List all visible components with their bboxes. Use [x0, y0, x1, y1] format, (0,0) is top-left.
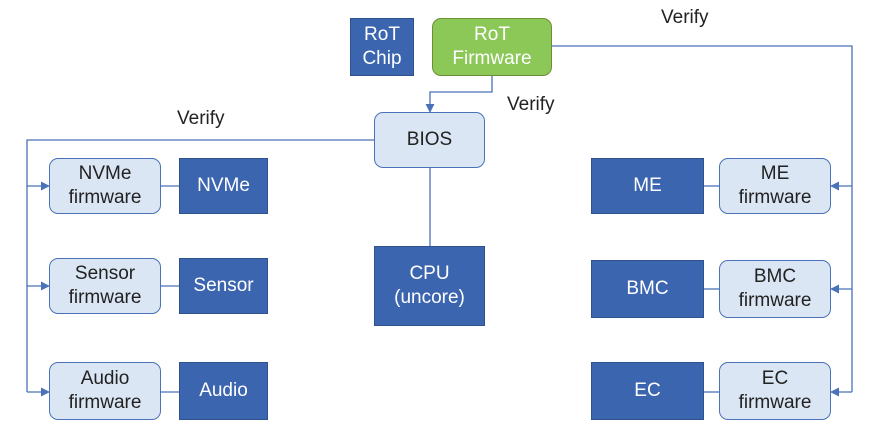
nvme-firmware-box: NVMe firmware	[49, 158, 161, 214]
ec-firmware-box: EC firmware	[719, 362, 831, 420]
me-firmware-box: ME firmware	[719, 158, 831, 214]
nvme-label: NVMe	[197, 175, 250, 196]
audio-box: Audio	[179, 362, 268, 420]
verify-label-top-right: Verify	[661, 7, 709, 28]
audio-label: Audio	[199, 380, 248, 401]
ec-box: EC	[591, 362, 704, 420]
verify-label-middle: Verify	[507, 94, 555, 115]
nvme-firmware-label: NVMe firmware	[68, 163, 142, 208]
ec-label: EC	[634, 380, 661, 401]
me-label: ME	[633, 175, 662, 196]
rot-chip-box: RoT Chip	[350, 18, 414, 76]
bmc-firmware-box: BMC firmware	[719, 260, 831, 318]
rot-to-right-bus	[552, 45, 853, 392]
sensor-firmware-box: Sensor firmware	[49, 258, 161, 314]
sensor-label: Sensor	[193, 275, 254, 296]
rot-firmware-box: RoT Firmware	[432, 18, 552, 76]
rot-firmware-label: RoT Firmware	[452, 24, 532, 69]
bmc-firmware-label: BMC firmware	[738, 266, 812, 311]
me-box: ME	[591, 158, 704, 214]
rot-chip-label: RoT Chip	[362, 24, 402, 69]
cpu-label: CPU (uncore)	[394, 263, 465, 308]
sensor-firmware-label: Sensor firmware	[68, 263, 142, 308]
bios-box: BIOS	[374, 112, 485, 168]
audio-firmware-label: Audio firmware	[68, 368, 142, 413]
sensor-box: Sensor	[179, 258, 268, 314]
bmc-label: BMC	[626, 278, 669, 299]
ec-firmware-label: EC firmware	[738, 368, 812, 413]
bios-label: BIOS	[406, 129, 453, 150]
cpu-box: CPU (uncore)	[374, 246, 485, 326]
audio-firmware-box: Audio firmware	[49, 362, 161, 420]
verify-label-left: Verify	[177, 108, 225, 129]
bios-to-left-bus	[26, 139, 374, 392]
bmc-box: BMC	[591, 260, 704, 318]
me-firmware-label: ME firmware	[738, 163, 812, 208]
rot-to-bios-arrow	[425, 76, 493, 113]
nvme-box: NVMe	[179, 158, 268, 214]
